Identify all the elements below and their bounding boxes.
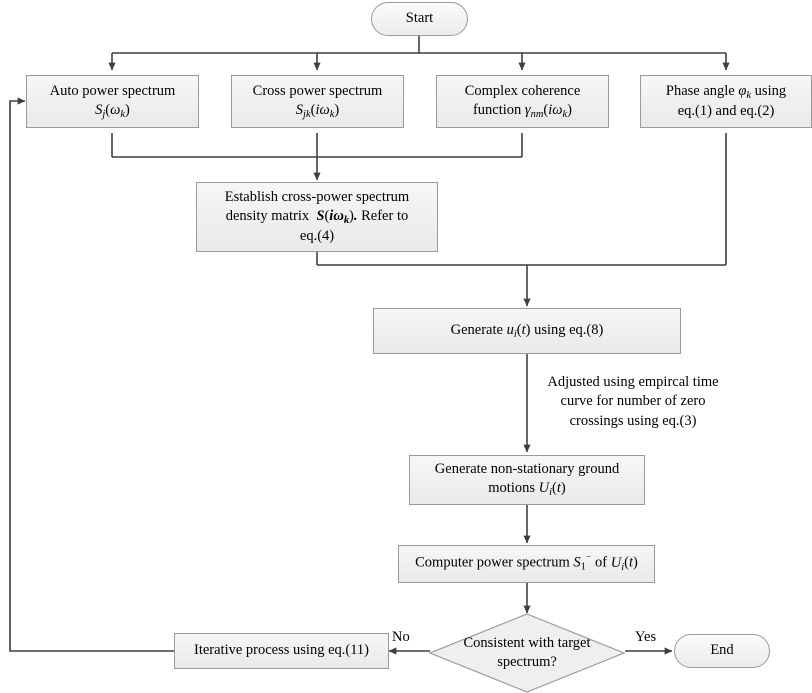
adjust-note-line1: Adjusted using empircal time: [547, 374, 719, 390]
decision-line2: spectrum?: [497, 654, 557, 670]
decision-diamond-shape: [429, 613, 625, 693]
node-auto-power-spectrum[interactable]: Auto power spectrum Sj(ωk): [26, 75, 199, 128]
compute-spectrum-text: Computer power spectrum S1⁻ of Ui(t): [415, 554, 638, 573]
phase-angle-line2: eq.(1) and eq.(2): [677, 103, 775, 120]
complex-coherence-line1: Complex coherence: [464, 82, 581, 99]
complex-coherence-line2: function γnm(iωk): [472, 101, 573, 120]
decision-line1: Consistent with target: [463, 634, 591, 651]
node-generate-u[interactable]: Generate ui(t) using eq.(8): [373, 308, 681, 354]
auto-power-spectrum-line1: Auto power spectrum: [49, 82, 176, 99]
wire-feedback-loop: [9, 97, 175, 652]
node-end[interactable]: End: [674, 634, 770, 668]
generate-u-text: Generate ui(t) using eq.(8): [450, 321, 604, 340]
node-compute-spectrum[interactable]: Computer power spectrum S1⁻ of Ui(t): [398, 545, 655, 583]
auto-power-spectrum-line2: Sj(ωk): [95, 101, 130, 120]
edge-label-yes: Yes: [635, 629, 657, 645]
node-start-label: Start: [405, 10, 434, 27]
cross-power-spectrum-line1: Cross power spectrum: [252, 82, 383, 99]
adjust-note-line3: crossings using eq.(3): [569, 412, 697, 429]
node-end-label: End: [710, 642, 734, 659]
adjust-note-line2: curve for number of zero: [560, 393, 706, 410]
node-iterative-process[interactable]: Iterative process using eq.(11): [174, 633, 389, 669]
phase-angle-line1: Phase angle φk using: [665, 82, 787, 101]
node-start[interactable]: Start: [371, 2, 468, 36]
node-decision[interactable]: Consistent with target spectrum?: [429, 613, 625, 693]
edge-label-no: No: [392, 629, 410, 645]
node-phase-angle[interactable]: Phase angle φk using eq.(1) and eq.(2): [640, 75, 812, 128]
cross-power-spectrum-line2: Sjk(iωk): [295, 101, 340, 120]
annotation-adjust-note: Adjusted using empircal time curve for n…: [533, 373, 733, 431]
node-cross-power-spectrum[interactable]: Cross power spectrum Sjk(iωk): [231, 75, 404, 128]
node-complex-coherence[interactable]: Complex coherence function γnm(iωk): [436, 75, 609, 128]
iterative-process-text: Iterative process using eq.(11): [193, 642, 369, 659]
